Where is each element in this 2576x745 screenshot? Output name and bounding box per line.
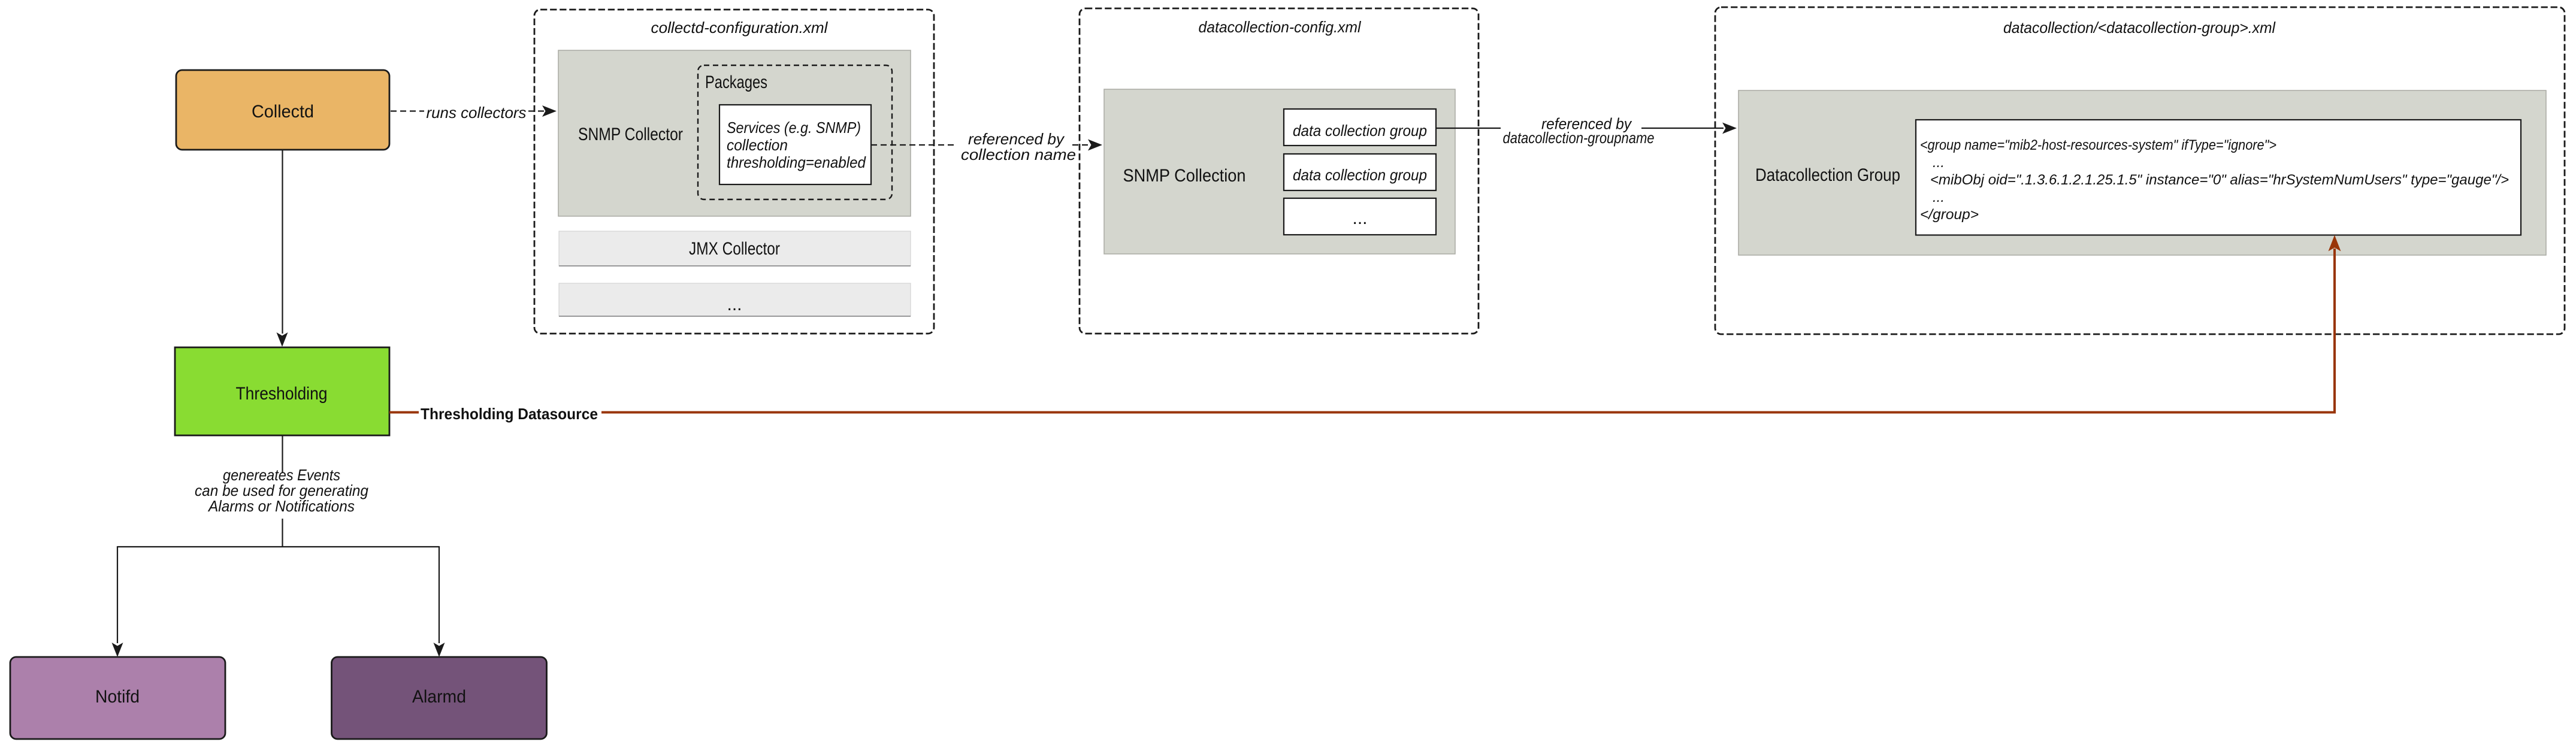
svg-text:...: ... <box>1933 155 1945 171</box>
svg-text:collectd-configuration.xml: collectd-configuration.xml <box>651 19 829 37</box>
svg-text:Alarms or Notifications: Alarms or Notifications <box>207 497 355 515</box>
svg-text:...: ... <box>1933 189 1945 205</box>
svg-text:Alarmd: Alarmd <box>412 687 466 707</box>
svg-text:Services (e.g. SNMP): Services (e.g. SNMP) <box>727 119 861 137</box>
svg-text:Packages: Packages <box>705 72 767 92</box>
svg-text:Datacollection Group: Datacollection Group <box>1755 165 1900 185</box>
svg-text:Thresholding Datasource: Thresholding Datasource <box>421 405 598 423</box>
svg-text:</group>: </group> <box>1920 207 1979 223</box>
svg-text:collection name: collection name <box>961 146 1076 163</box>
svg-text:JMX Collector: JMX Collector <box>689 239 780 259</box>
svg-text:...: ... <box>727 295 742 314</box>
svg-text:...: ... <box>1352 208 1367 228</box>
svg-text:genereates Events: genereates Events <box>223 466 340 484</box>
svg-text:can be used for generating: can be used for generating <box>195 481 368 499</box>
svg-text:SNMP Collection: SNMP Collection <box>1123 166 1246 186</box>
svg-text:Thresholding: Thresholding <box>236 384 328 404</box>
svg-text:<mibObj oid=".1.3.6.1.2.1.25.1: <mibObj oid=".1.3.6.1.2.1.25.1.5" instan… <box>1930 172 2509 188</box>
svg-text:Collectd: Collectd <box>252 102 314 122</box>
svg-text:Notifd: Notifd <box>95 687 140 707</box>
svg-text:SNMP Collector: SNMP Collector <box>578 125 683 144</box>
svg-text:datacollection-groupname: datacollection-groupname <box>1503 129 1655 147</box>
svg-text:referenced by: referenced by <box>1541 115 1632 133</box>
svg-text:datacollection/<datacollection: datacollection/<datacollection-group>.xm… <box>2003 19 2276 37</box>
svg-text:datacollection-config.xml: datacollection-config.xml <box>1199 18 1362 36</box>
svg-text:data collection group: data collection group <box>1293 166 1427 184</box>
svg-text:<group name="mib2-host-resourc: <group name="mib2-host-resources-system"… <box>1920 137 2276 153</box>
svg-text:runs collectors: runs collectors <box>427 104 527 122</box>
svg-text:referenced by: referenced by <box>968 130 1065 148</box>
svg-text:data collection group: data collection group <box>1293 122 1427 140</box>
svg-text:thresholding=enabled: thresholding=enabled <box>727 153 866 171</box>
svg-text:collection: collection <box>727 136 788 154</box>
